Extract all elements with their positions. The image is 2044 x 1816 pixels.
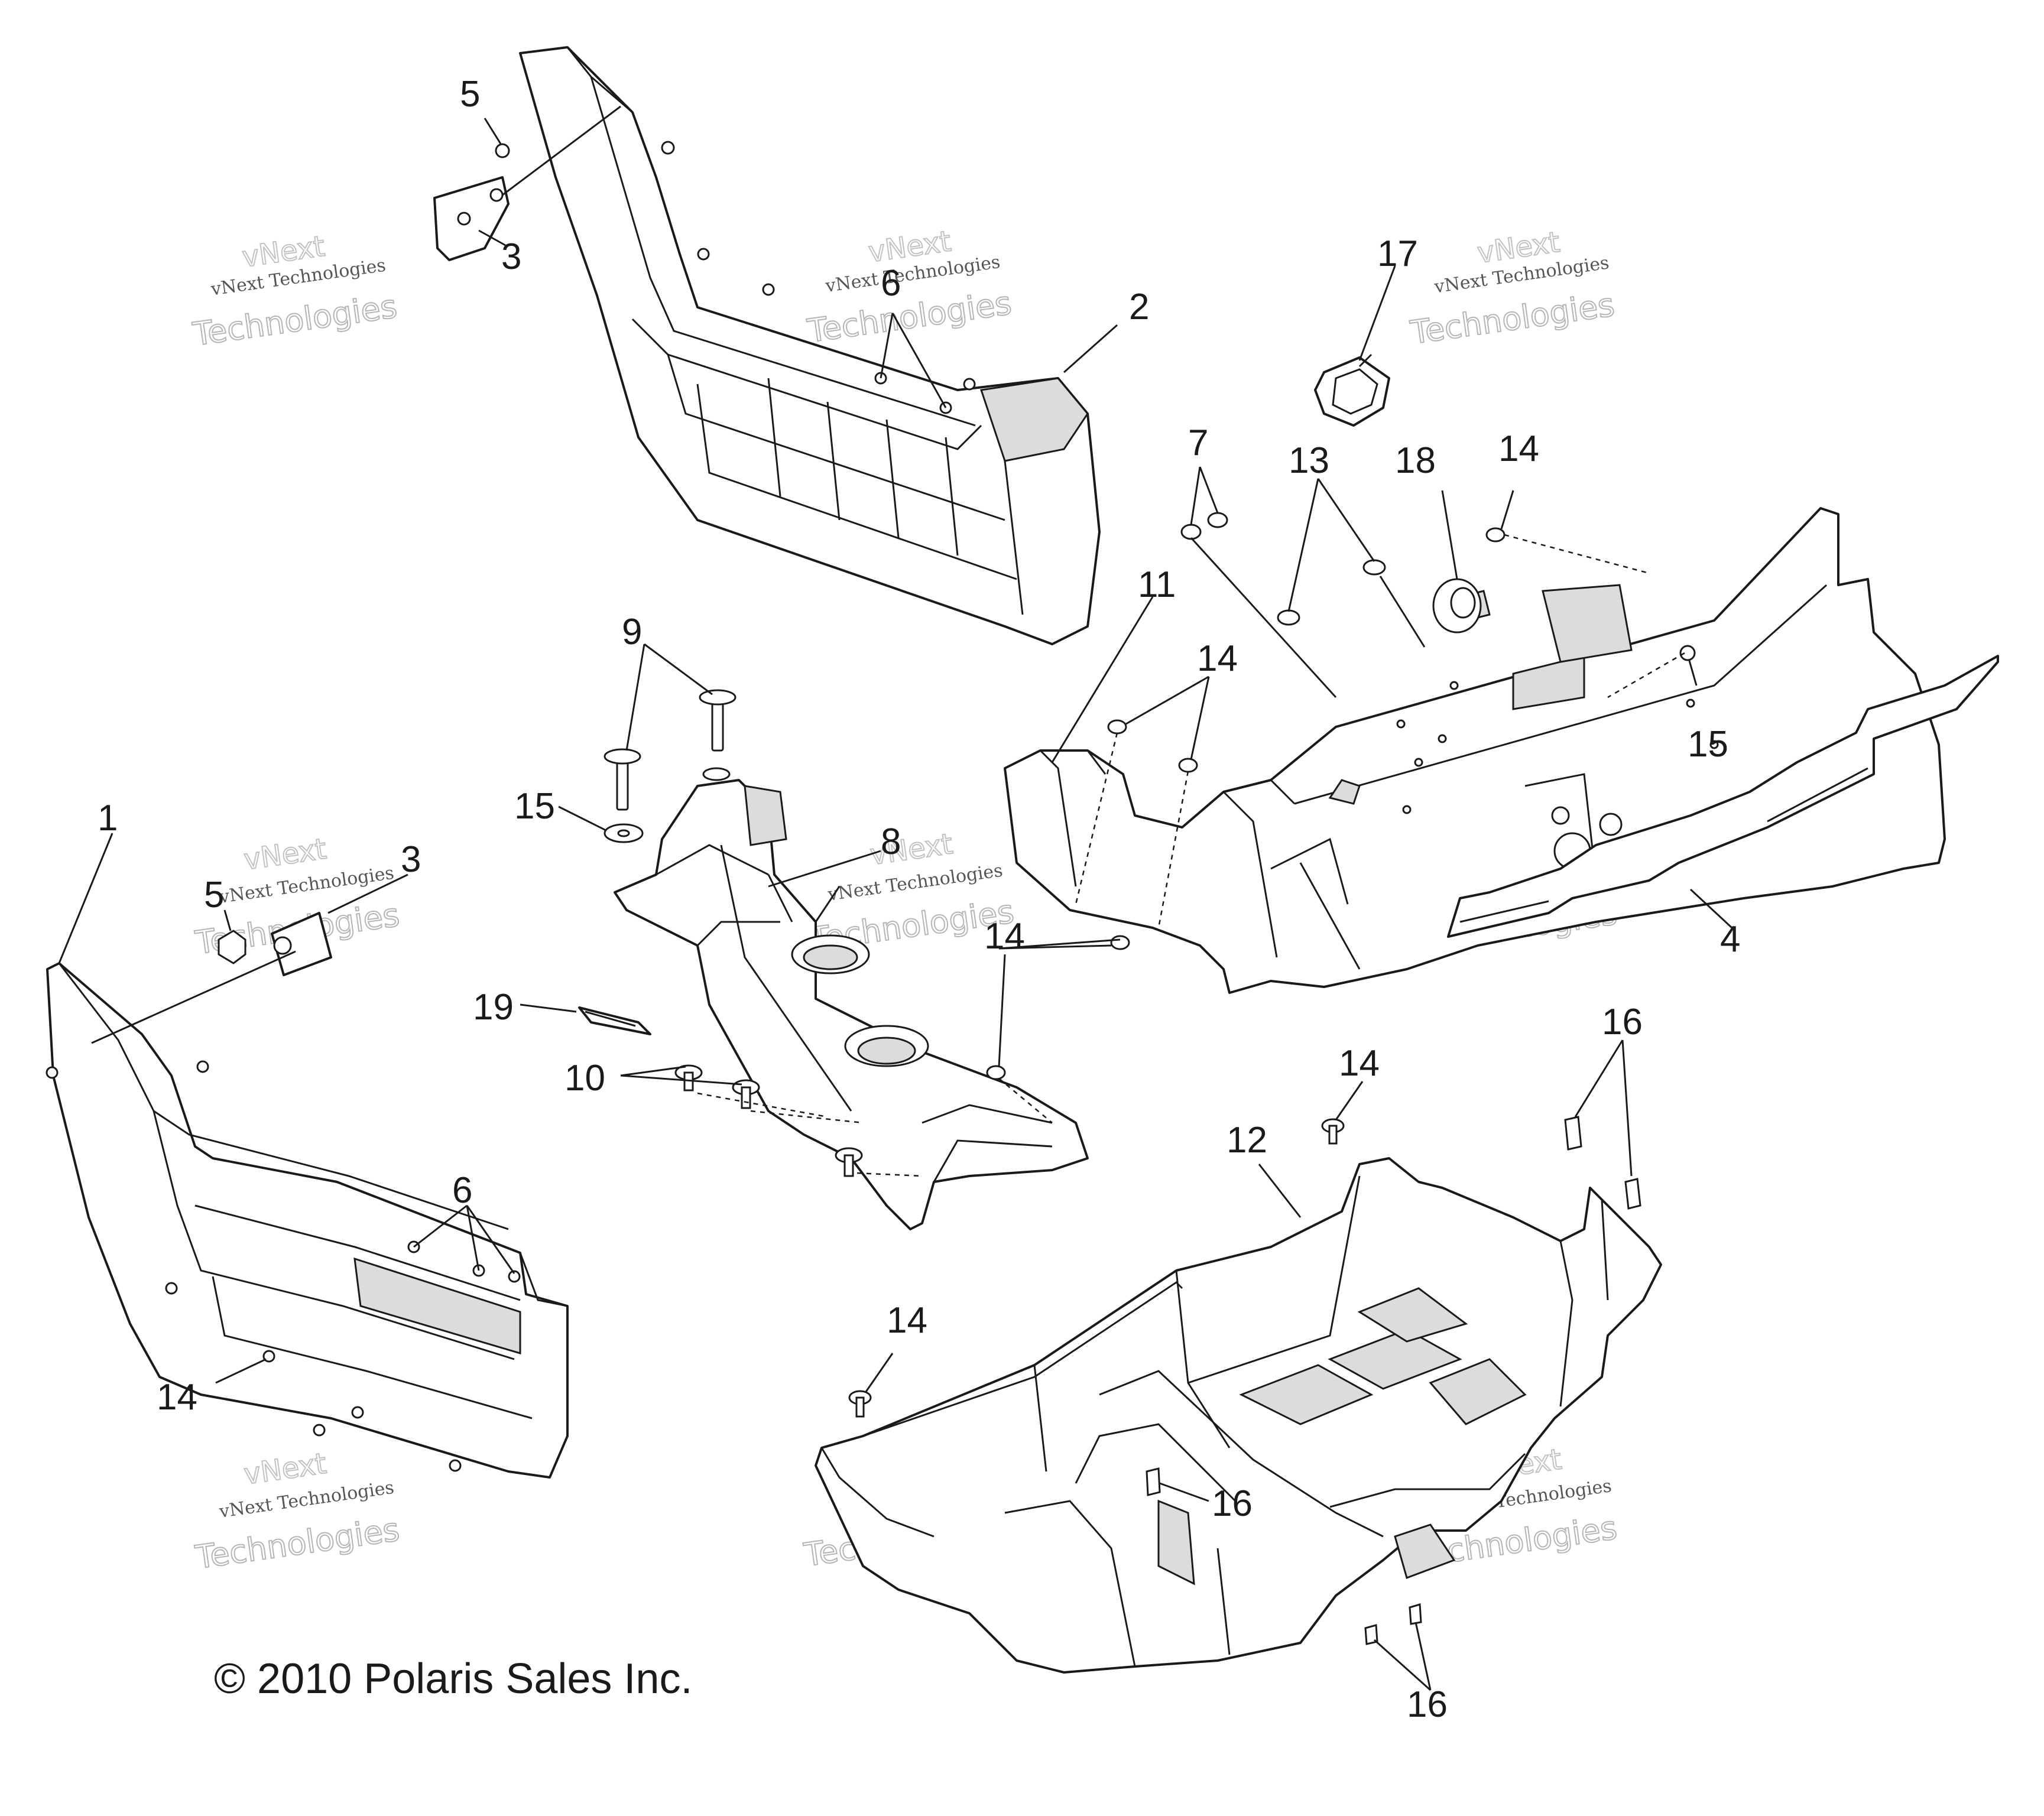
callout-16-upper-right: 16 <box>1602 1002 1643 1042</box>
callout-12: 12 <box>1227 1120 1267 1161</box>
watermark-top-center: vNext vNext Technologies Technologies <box>804 224 1014 350</box>
copyright-notice: © 2010 Polaris Sales Inc. <box>214 1655 693 1703</box>
leader-lines <box>58 105 1733 1691</box>
part-3-lower-bracket <box>271 912 332 976</box>
part-2-upper-side-panel <box>519 46 1101 645</box>
svg-text:vNext: vNext <box>242 1447 329 1491</box>
part-14-tub-screws <box>848 1118 1345 1418</box>
callout-16-bottom: 16 <box>1407 1684 1448 1725</box>
callout-18: 18 <box>1395 440 1436 481</box>
callout-3-lower: 3 <box>401 839 421 880</box>
callout-11: 11 <box>1138 564 1176 605</box>
callout-14-tub-top: 14 <box>1339 1043 1380 1084</box>
callout-1: 1 <box>98 798 118 839</box>
callout-3-upper: 3 <box>501 236 521 277</box>
part-11-front-bulkhead <box>1004 507 1946 994</box>
callout-13: 13 <box>1289 440 1329 481</box>
part-19-gasket <box>578 1006 651 1035</box>
part-9-bolts <box>604 689 737 811</box>
callout-15-right: 15 <box>1688 724 1728 765</box>
callout-7: 7 <box>1188 423 1208 463</box>
callout-6-lower: 6 <box>452 1170 472 1211</box>
callout-14-lower-left: 14 <box>157 1377 197 1418</box>
callout-9: 9 <box>622 612 642 652</box>
callout-17: 17 <box>1377 233 1418 274</box>
part-8-center-console <box>614 779 1089 1230</box>
callout-16-middle: 16 <box>1212 1483 1253 1524</box>
callout-5-lower: 5 <box>204 875 224 915</box>
callout-10: 10 <box>564 1058 605 1099</box>
part-17-clamp <box>1314 353 1390 427</box>
callout-14-upper-right: 14 <box>1498 428 1539 469</box>
callout-14-console: 14 <box>984 916 1025 957</box>
part-18-grommet <box>1432 578 1482 634</box>
part-12-floor-tub <box>815 1157 1662 1674</box>
callout-5-upper: 5 <box>460 74 480 115</box>
callout-14-tub-left: 14 <box>887 1300 927 1341</box>
callout-14-mid: 14 <box>1197 638 1238 679</box>
watermark-top-right: vNext vNext Technologies Technologies <box>1407 225 1617 352</box>
part-3-upper-bracket <box>433 176 510 261</box>
callout-4: 4 <box>1720 919 1740 960</box>
callout-2: 2 <box>1129 287 1149 327</box>
watermark-bottom-left: vNext vNext Technologies Technologies <box>192 1446 402 1577</box>
callout-labels: 5 3 6 2 17 7 13 18 14 15 11 14 9 15 8 14… <box>98 74 1740 1725</box>
part-4-closeout-strip <box>1447 655 1999 938</box>
part-7-fasteners <box>1180 512 1228 540</box>
watermark-top-left: vNext vNext Technologies Technologies <box>190 229 400 354</box>
svg-text:vNext: vNext <box>242 832 329 876</box>
part-5-upper-nut <box>495 143 510 158</box>
part-14-bulkhead-screws <box>986 527 1696 1080</box>
callout-8: 8 <box>881 821 901 862</box>
part-15-washer-left <box>604 823 644 843</box>
part-5-lower-nut <box>218 930 246 964</box>
part-14-lower-panel-screws <box>46 1060 462 1472</box>
callout-15-left: 15 <box>514 786 555 827</box>
callout-19: 19 <box>473 987 514 1028</box>
part-1-lower-side-panel <box>46 962 569 1479</box>
part-13-fasteners <box>1277 559 1386 626</box>
callout-6-upper: 6 <box>881 263 901 304</box>
part-15-washer-right <box>1679 645 1696 661</box>
